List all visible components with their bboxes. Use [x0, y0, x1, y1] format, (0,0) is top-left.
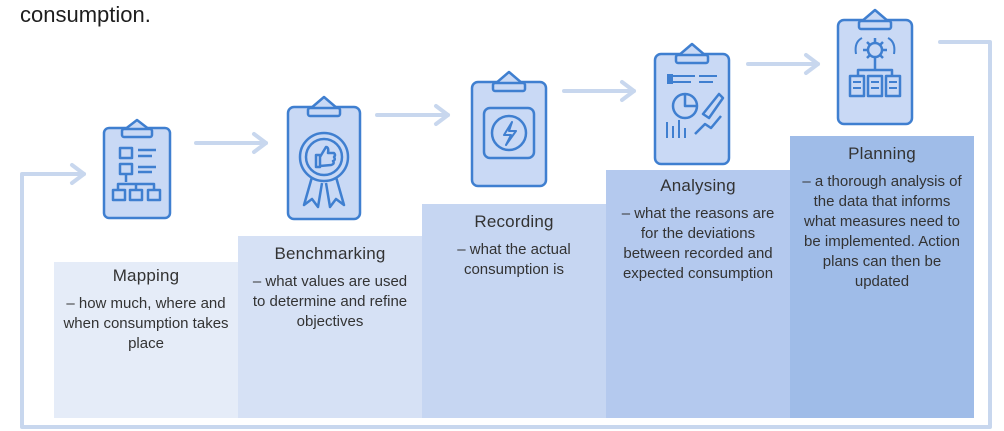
step-title: Analysing: [660, 176, 736, 195]
step-title: Mapping: [112, 266, 180, 285]
intro-text: consumption.: [20, 2, 151, 27]
step-title: Recording: [474, 212, 554, 231]
step-description: – what the actual consumption is: [457, 241, 571, 278]
step-description: – what values are used to determine and …: [252, 273, 408, 330]
step-analysing: Analysing – what the reasons are for the…: [606, 170, 790, 418]
step-recording: Recording – what the actual consumption …: [422, 204, 606, 418]
step-planning: Planning – a thorough analysis of the da…: [790, 136, 974, 418]
step-title: Benchmarking: [274, 244, 386, 263]
step-title: Planning: [848, 144, 916, 163]
step-benchmarking: Benchmarking – what values are used to d…: [238, 236, 422, 418]
step-mapping: Mapping – how much, where and when consu…: [54, 262, 238, 418]
step-description: – a thorough analysis of the data that i…: [802, 173, 962, 290]
step-description: – what the reasons are for the deviation…: [621, 205, 775, 282]
step-description: – how much, where and when consumption t…: [63, 295, 229, 352]
